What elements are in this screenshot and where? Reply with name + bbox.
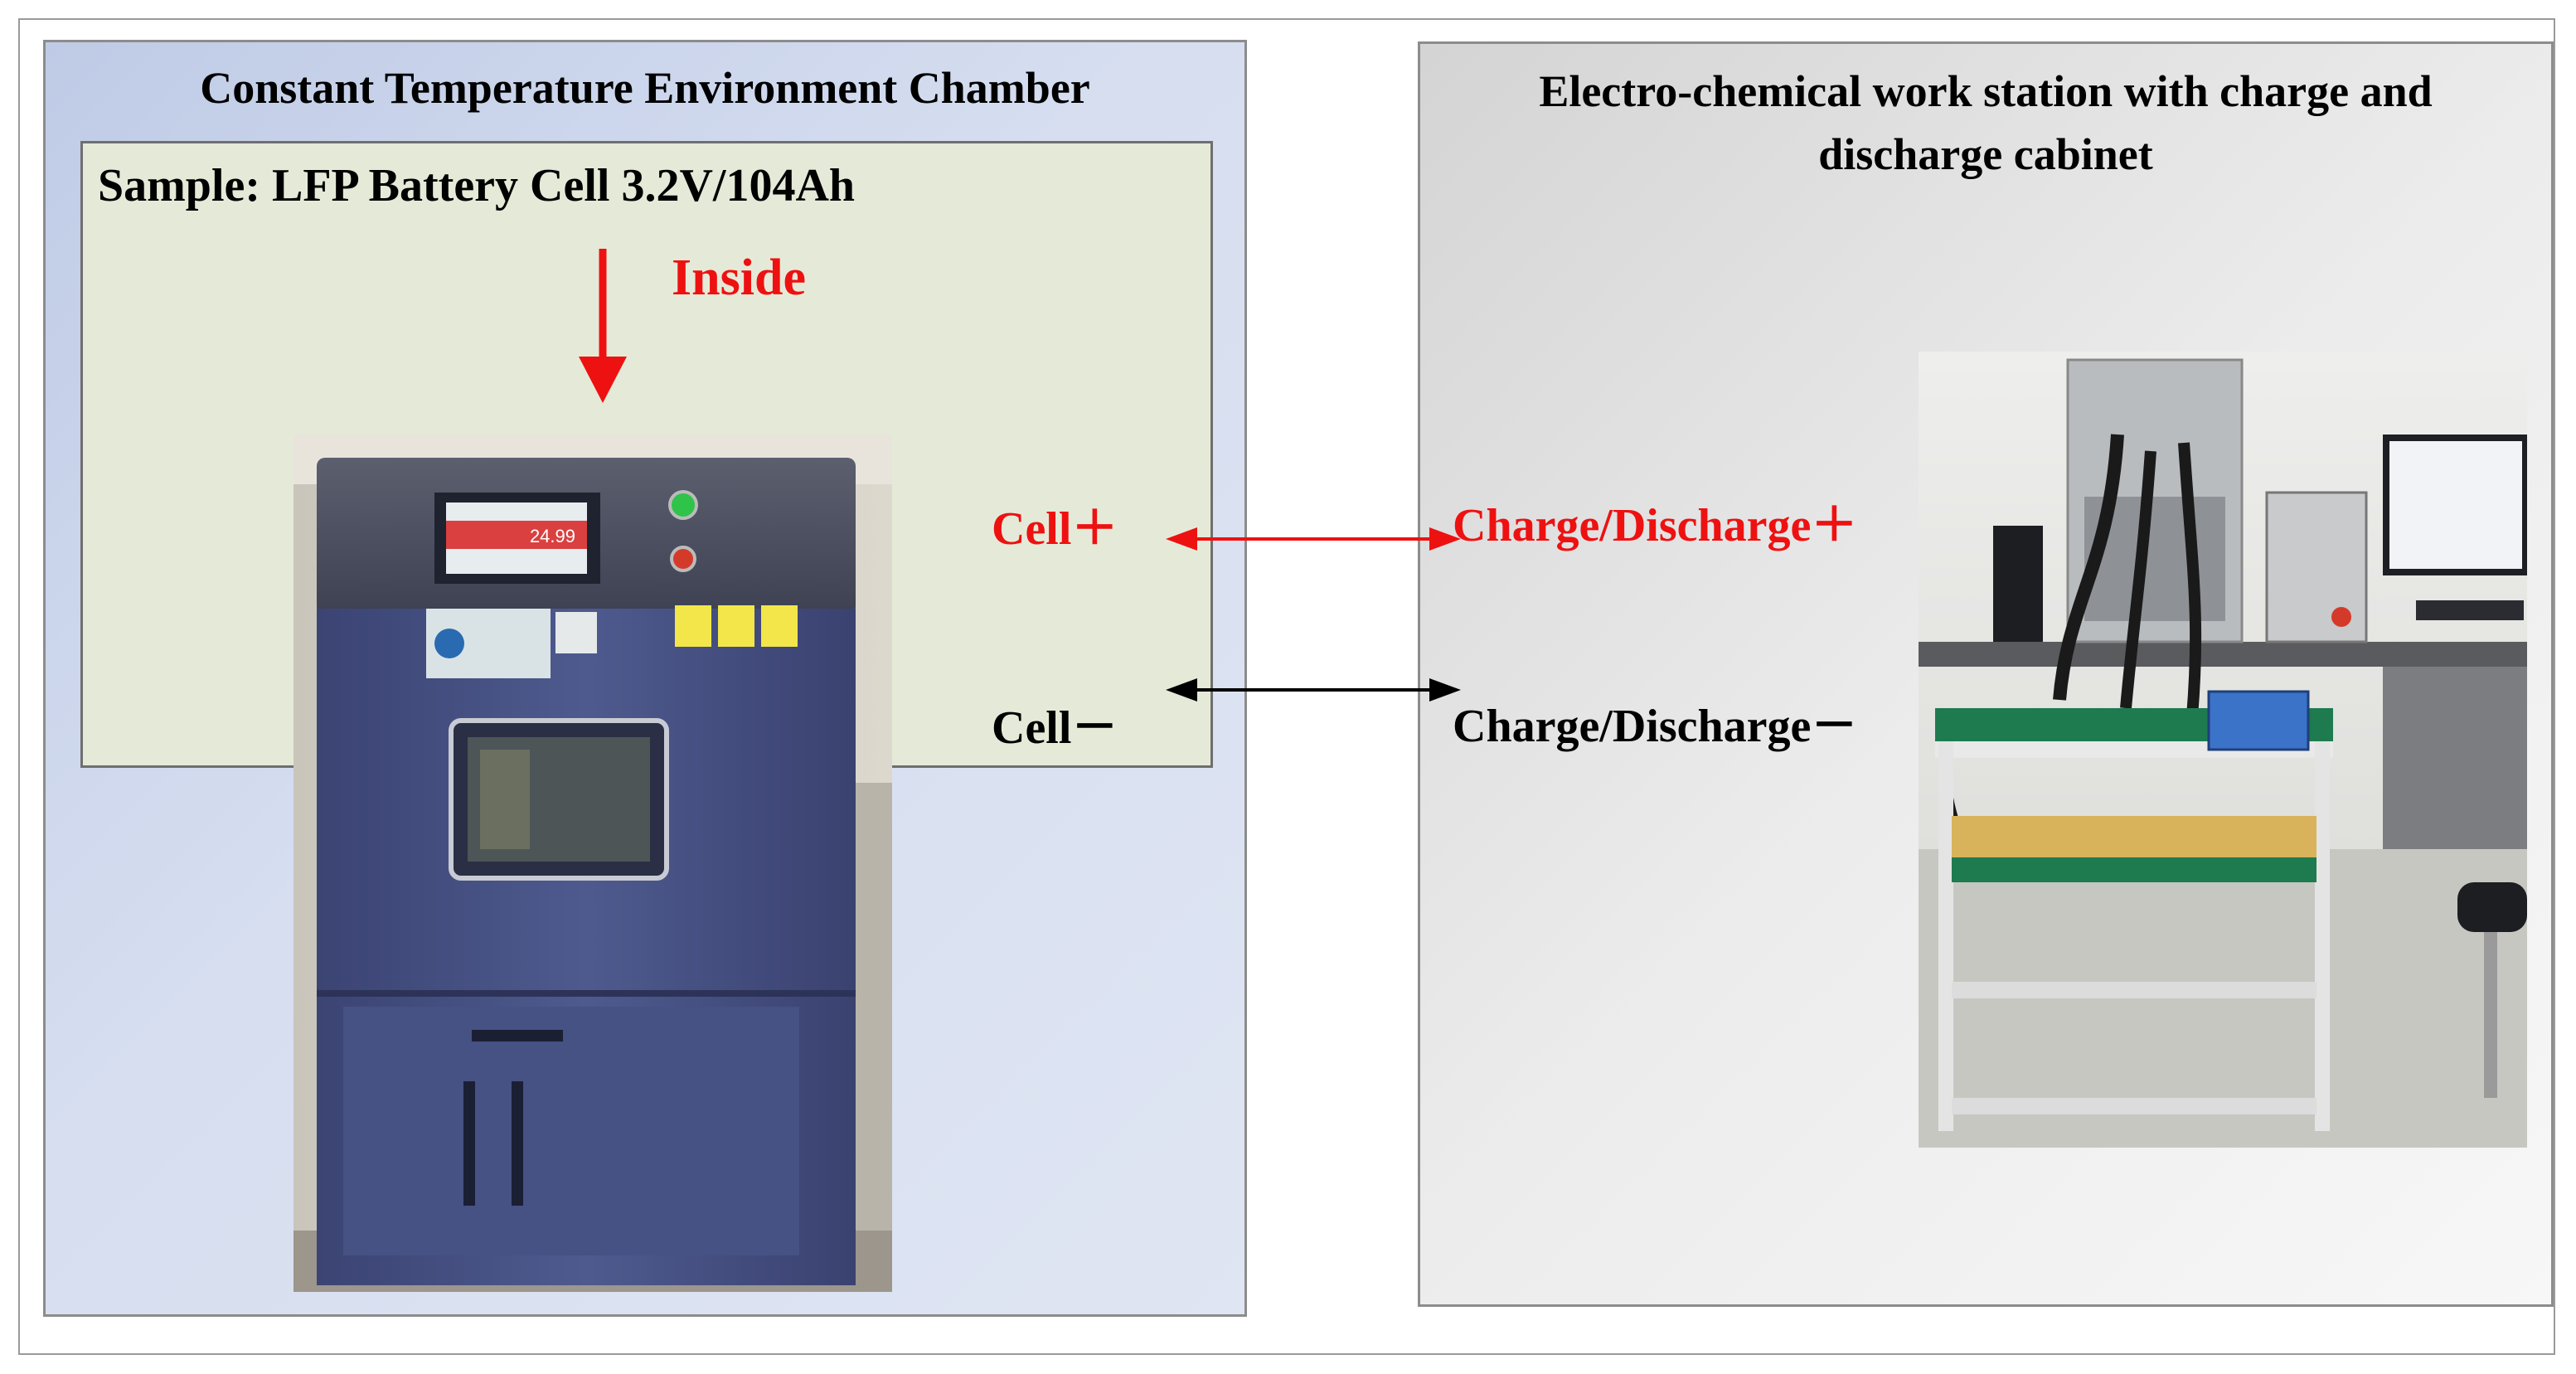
station-title-line1: Electro-chemical work station with charg…	[1539, 66, 2433, 116]
sample-label: Sample: LFP Battery Cell 3.2V/104Ah	[98, 160, 856, 211]
chamber-title: Constant Temperature Environment Chamber	[200, 63, 1090, 113]
cell-positive-label: Cell＋	[992, 503, 1118, 555]
negative-connection-arrow	[1166, 678, 1461, 702]
chamber-illustration: 24.99	[293, 435, 892, 1292]
station-photo	[1919, 352, 2527, 1148]
station-illustration	[1919, 352, 2527, 1148]
positive-connection-arrow	[1166, 527, 1461, 551]
cell-negative-label: Cell－	[992, 702, 1118, 754]
chamber-photo: 24.99	[293, 435, 892, 1292]
charge-discharge-negative-label: Charge/Discharge－	[1453, 701, 1858, 752]
charge-discharge-positive-label: Charge/Discharge＋	[1453, 500, 1858, 551]
inside-label: Inside	[672, 250, 806, 306]
inside-arrow	[579, 249, 627, 403]
station-title-line2: discharge cabinet	[1818, 129, 2153, 179]
chamber-display-readout: 24.99	[530, 526, 575, 546]
